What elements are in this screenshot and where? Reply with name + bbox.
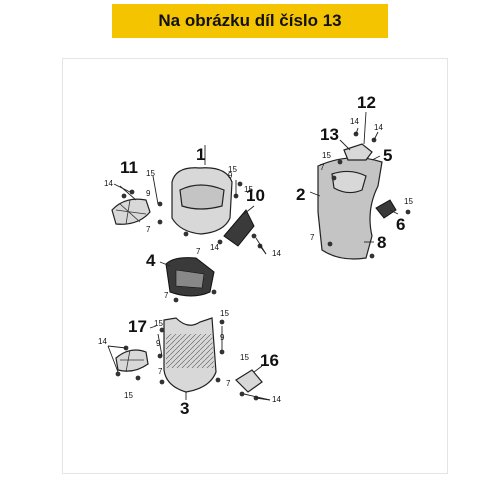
- callout-2: 2: [296, 185, 305, 204]
- part-6-clip: [375, 199, 399, 219]
- part-1-front-cover: [171, 145, 233, 235]
- svg-text:15: 15: [154, 319, 163, 328]
- svg-text:15: 15: [404, 197, 413, 206]
- leader-lines: [107, 127, 379, 401]
- callout-16: 16: [260, 351, 279, 370]
- callout-11: 11: [120, 158, 138, 177]
- svg-text:14: 14: [272, 395, 281, 404]
- svg-text:7: 7: [146, 225, 151, 234]
- callout-13: 13: [320, 125, 339, 144]
- svg-text:14: 14: [350, 117, 359, 126]
- fastener-labels: 15 14 9 7 9 15 15 14 7 14 7 14 14 15 7 1…: [98, 117, 413, 404]
- callout-10: 10: [246, 186, 265, 205]
- svg-text:7: 7: [196, 247, 201, 256]
- callout-12: 12: [357, 93, 376, 112]
- svg-text:7: 7: [164, 291, 169, 300]
- part-2-side-panel: [309, 157, 383, 260]
- part-13-top-bracket: [339, 111, 373, 161]
- part-10-inner-bracket: [223, 205, 255, 247]
- callout-8: 8: [377, 233, 386, 252]
- callout-17: 17: [128, 317, 147, 336]
- svg-text:15: 15: [146, 169, 155, 178]
- diagram-frame: [62, 58, 448, 474]
- svg-text:15: 15: [228, 165, 237, 174]
- svg-text:15: 15: [244, 185, 253, 194]
- part-17-lower-left-grille: [115, 325, 157, 373]
- part-16-small-bracket: [235, 365, 263, 393]
- svg-text:7: 7: [226, 379, 231, 388]
- callout-6: 6: [396, 215, 405, 234]
- svg-text:14: 14: [374, 123, 383, 132]
- svg-text:14: 14: [272, 249, 281, 258]
- svg-text:9: 9: [156, 339, 161, 348]
- svg-text:14: 14: [104, 179, 113, 188]
- svg-text:9: 9: [228, 171, 233, 180]
- svg-text:7: 7: [310, 233, 315, 242]
- callout-1: 1: [196, 145, 205, 164]
- svg-text:15: 15: [124, 391, 133, 400]
- svg-text:9: 9: [146, 189, 151, 198]
- svg-text:15: 15: [322, 151, 331, 160]
- svg-text:15: 15: [240, 353, 249, 362]
- svg-text:9: 9: [220, 333, 225, 342]
- part-3-leg-shield: [163, 317, 217, 400]
- header-banner: Na obrázku díl číslo 13: [112, 4, 388, 38]
- svg-text:7: 7: [158, 367, 163, 376]
- page-title: Na obrázku díl číslo 13: [158, 11, 342, 30]
- svg-text:15: 15: [220, 309, 229, 318]
- callout-4: 4: [146, 251, 156, 270]
- part-4-lower-frame: [159, 257, 215, 297]
- callout-3: 3: [180, 399, 189, 418]
- callout-5: 5: [383, 146, 392, 165]
- svg-text:7: 7: [320, 163, 325, 172]
- svg-text:14: 14: [98, 337, 107, 346]
- svg-text:14: 14: [210, 243, 219, 252]
